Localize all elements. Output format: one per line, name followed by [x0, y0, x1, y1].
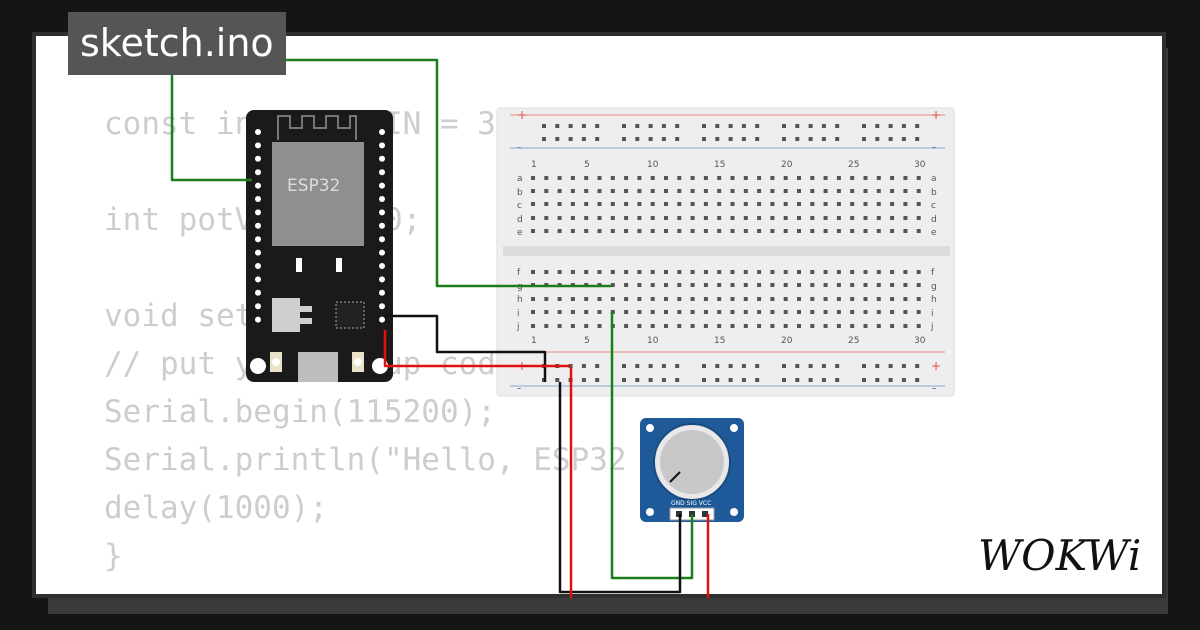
rail-minus-label: -	[517, 140, 521, 154]
wires	[170, 58, 710, 598]
col-label-1: 1	[531, 160, 537, 170]
row-label-e: e	[517, 228, 523, 238]
potentiometer[interactable]: GND SIG VCC	[640, 418, 744, 522]
row-label-i-right: i	[931, 309, 934, 319]
rail-plus-label: +	[517, 108, 527, 122]
col-label-10-bottom: 10	[647, 336, 659, 346]
rail-minus-label-bottom-right: -	[932, 381, 936, 395]
micro-usb-port	[298, 352, 338, 382]
col-label-10: 10	[647, 160, 659, 170]
row-label-h: h	[517, 295, 523, 305]
col-label-25: 25	[848, 160, 859, 170]
col-label-20: 20	[781, 160, 793, 170]
esp32-led	[296, 258, 302, 272]
row-label-j-right: j	[930, 322, 934, 332]
row-label-f: f	[517, 268, 521, 278]
rail-plus-label-bottom-right: +	[931, 359, 941, 373]
col-label-1-bottom: 1	[531, 336, 537, 346]
antenna-trace	[277, 115, 357, 140]
row-label-j: j	[516, 322, 520, 332]
esp32-label: ESP32	[287, 176, 340, 196]
wire-green-sig[interactable]	[610, 312, 694, 580]
esp32-board[interactable]: ESP32	[246, 110, 393, 382]
row-label-g-right: g	[931, 282, 937, 292]
wire-red-3v3[interactable]	[383, 330, 570, 368]
code-line-8: Serial.println("Hello, ESP32 ");	[104, 442, 702, 478]
row-label-f-right: f	[931, 268, 935, 278]
row-label-d-right: d	[931, 215, 937, 225]
col-label-30: 30	[914, 160, 926, 170]
esp32-pin-headers	[255, 129, 385, 323]
row-label-c-right: c	[931, 201, 936, 211]
esp32-led-2	[336, 258, 342, 272]
wire-green-pin34[interactable]	[170, 58, 612, 288]
breadboard[interactable]: + + - - - - + + 1 5 10 15 20 25 30 1 5 1…	[496, 107, 955, 397]
code-line-7: Serial.begin(115200);	[104, 394, 496, 430]
col-label-15-bottom: 15	[714, 336, 725, 346]
wire-black-pot-gnd[interactable]	[558, 382, 682, 594]
code-line-10: }	[104, 538, 123, 574]
row-label-b-right: b	[931, 188, 937, 198]
col-label-20-bottom: 20	[781, 336, 793, 346]
row-label-a-right: a	[931, 174, 937, 184]
rail-minus-label-bottom: -	[517, 381, 521, 395]
wire-black-gnd[interactable]	[385, 314, 547, 382]
rail-minus-label-right: -	[932, 140, 936, 154]
usb-serial-chip	[335, 301, 365, 329]
col-label-5-bottom: 5	[584, 336, 590, 346]
mount-hole	[250, 358, 266, 374]
col-label-30-bottom: 30	[914, 336, 926, 346]
pot-knob-indicator	[669, 471, 681, 483]
row-label-i: i	[517, 309, 520, 319]
row-label-h-right: h	[931, 295, 937, 305]
row-label-e-right: e	[931, 228, 937, 238]
wokwi-logo: WOKWi	[978, 531, 1141, 580]
col-label-25-bottom: 25	[848, 336, 859, 346]
pot-pin-labels: GND SIG VCC	[671, 500, 711, 507]
row-label-d: d	[517, 215, 523, 225]
code-line-9: delay(1000);	[104, 490, 328, 526]
row-label-a: a	[517, 174, 523, 184]
breadboard-holes	[531, 124, 921, 382]
pot-knob[interactable]	[660, 430, 724, 494]
row-label-c: c	[517, 201, 522, 211]
col-label-15: 15	[714, 160, 725, 170]
voltage-regulator	[272, 298, 300, 332]
row-label-b: b	[517, 188, 523, 198]
esp32-module-shield	[272, 142, 364, 246]
rail-plus-label-right: +	[931, 108, 941, 122]
col-label-5: 5	[584, 160, 590, 170]
file-tab[interactable]: sketch.ino	[68, 12, 286, 75]
